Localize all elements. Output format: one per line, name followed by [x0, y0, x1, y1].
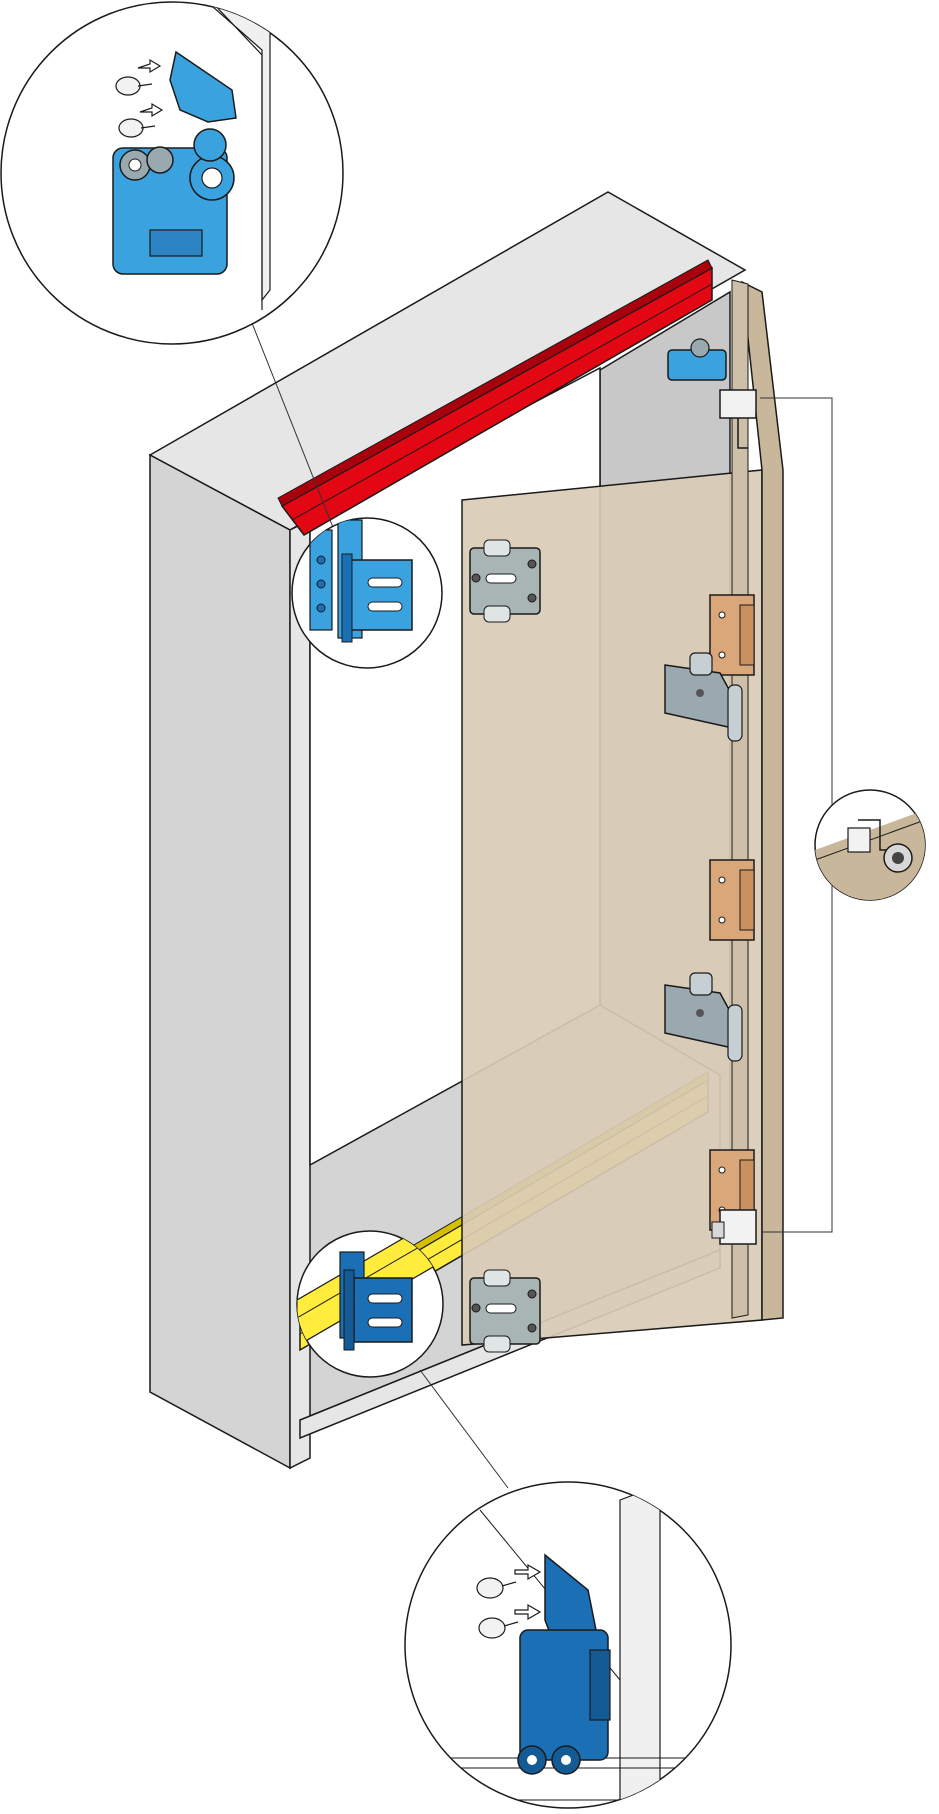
- cabinet-left-side: [149, 453, 291, 1470]
- hinge-plate: [709, 859, 755, 941]
- roller-carriage-icon: [112, 50, 237, 275]
- door-edge: [741, 280, 784, 1321]
- bottom-catch: [711, 1209, 757, 1245]
- cup-hinges: [664, 652, 743, 1062]
- cup-hinge: [664, 652, 743, 742]
- mounting-plate: [469, 1269, 541, 1353]
- top-roller-carriage-detail: [0, 1, 344, 345]
- bottom-bracket-detail: [296, 1230, 444, 1378]
- catch-icon: [847, 819, 913, 873]
- top-catch: [667, 338, 757, 449]
- cup-hinge: [664, 972, 743, 1062]
- screw-icon: [476, 1577, 519, 1639]
- mounting-plates: [469, 539, 541, 1353]
- top-rail-top: [277, 259, 713, 507]
- hinge-plate: [709, 594, 755, 676]
- stop-catch-detail: [814, 789, 926, 901]
- bottom-roller-carriage-detail: [404, 1481, 732, 1809]
- roller-carriage-icon: [517, 1553, 611, 1775]
- bracket-icon: [297, 1231, 443, 1351]
- arrow-icon: [137, 58, 164, 118]
- hinge-plates: [709, 594, 755, 1231]
- arrow-icon: [514, 1563, 542, 1621]
- top-rail: [277, 259, 713, 536]
- screw-icon: [115, 76, 156, 138]
- mounting-plate: [469, 539, 541, 623]
- bracket-icon: [309, 519, 413, 643]
- top-bracket-detail: [291, 517, 443, 669]
